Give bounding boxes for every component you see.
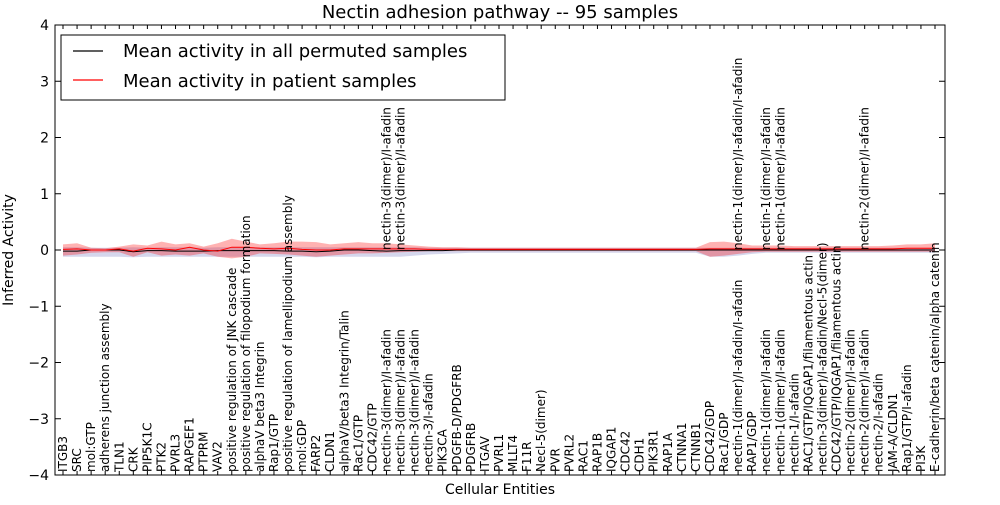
y-tick-label: −2 <box>28 356 49 372</box>
x-tick-label: Rap1/GTP <box>267 414 281 472</box>
x-tick-label-upper: nectin-1(dimer)/I-afadin <box>773 107 787 250</box>
x-tick-label: positive regulation of lamellipodium ass… <box>281 195 295 472</box>
x-tick-label: CTNNA1 <box>675 422 689 472</box>
x-tick-label-upper: nectin-1(dimer)/I-afadin <box>759 107 773 250</box>
x-tick-label: MLLT4 <box>506 435 520 472</box>
legend-box <box>60 34 506 101</box>
x-tick-label: mol:GTP <box>84 422 98 472</box>
y-tick-label: −3 <box>28 412 49 428</box>
x-tick-label: CDC42/GTP/IQGAP1/filamentous actin <box>830 246 844 472</box>
x-tick-label: nectin-1(dimer)/I-afadin <box>759 329 773 472</box>
legend-label-patient: Mean activity in patient samples <box>123 71 417 92</box>
x-tick-label: CLDN1 <box>323 431 337 472</box>
band-patient <box>63 238 935 259</box>
x-tick-label: nectin-1(dimer)/I-afadin/I-afadin <box>731 280 745 472</box>
legend: Mean activity in all permuted samples Me… <box>60 34 506 101</box>
x-tick-label: RAP1/GDP <box>745 411 759 472</box>
x-tick-label-upper: nectin-2(dimer)/I-afadin <box>858 107 872 250</box>
x-tick-label: CDC42/GDP <box>703 401 717 472</box>
x-tick-label: nectin-3(dimer)/I-afadin <box>408 329 422 472</box>
x-tick-label: positive regulation of JNK cascade <box>225 268 239 472</box>
x-tick-label: ITGB3 <box>56 436 70 472</box>
y-tick-label: −4 <box>28 468 49 484</box>
series-line-0 <box>63 249 935 253</box>
series-lines <box>62 246 935 253</box>
x-tick-label: PDGFB-D/PDGFRB <box>450 364 464 472</box>
x-tick-label: CRK <box>126 446 140 472</box>
x-tick-label: PIK3CA <box>436 428 450 472</box>
y-axis: 4 3 2 1 0 −1 −2 −3 −4 <box>28 18 945 484</box>
x-tick-label-upper: nectin-1(dimer)/I-afadin/I-afadin <box>731 58 745 250</box>
y-tick-label: 4 <box>40 18 49 34</box>
x-tick-label: CDC42 <box>619 431 633 472</box>
x-tick-label-upper: nectin-3(dimer)/I-afadin <box>394 107 408 250</box>
y-tick-label: 3 <box>40 74 49 90</box>
chart-title: Nectin adhesion pathway -- 95 samples <box>322 2 678 23</box>
y-tick-label: 0 <box>40 243 49 259</box>
x-tick-label: CTNNB1 <box>689 422 703 472</box>
legend-label-permuted: Mean activity in all permuted samples <box>123 41 467 62</box>
x-tick-label: RAC1/GTP/IQGAP1/filamentous actin <box>801 255 815 472</box>
x-tick-label: alphaV/beta3 Integrin/Talin <box>337 310 351 472</box>
x-tick-label: PVR <box>548 448 562 472</box>
x-tick-label: nectin-2(dimer)/I-afadin <box>858 329 872 472</box>
x-tick-label: RAP1B <box>591 433 605 472</box>
x-tick-label: PI3K <box>914 445 928 472</box>
x-tick-label: F11R <box>520 441 534 472</box>
x-tick-label: RAP1A <box>661 432 675 472</box>
x-tick-label: SRC <box>70 448 84 472</box>
x-tick-label: nectin-3(dimer)/I-afadin <box>380 329 394 472</box>
x-tick-label: PVRL2 <box>562 434 576 472</box>
x-tick-label: alphaV beta3 Integrin <box>253 341 267 472</box>
x-tick-label: TLN1 <box>112 441 126 473</box>
x-tick-label: Rap1/GTP/I-afadin <box>900 364 914 472</box>
series-line-1 <box>62 246 935 252</box>
x-tick-label: PTK2 <box>155 442 169 472</box>
y-tick-label: 2 <box>40 131 49 147</box>
x-tick-label: nectin-3(dimer)/I-afadin <box>394 329 408 472</box>
x-tick-label: PVRL1 <box>492 434 506 472</box>
x-tick-label: positive regulation of filopodium format… <box>239 215 253 472</box>
x-tick-label-upper: nectin-3(dimer)/I-afadin <box>380 107 394 250</box>
y-tick-label: 1 <box>40 187 49 203</box>
x-tick-label: mol:GDP <box>295 420 309 472</box>
x-tick-label: PIP5K1C <box>140 422 154 472</box>
x-tick-label: RAC1 <box>576 440 590 472</box>
x-tick-label: nectin-2(dimer)/I-afadin <box>844 329 858 472</box>
x-tick-label: nectin-3(dimer)/I-afadin/Necl-5(dimer) <box>816 242 830 472</box>
y-tick-label: −1 <box>28 299 49 315</box>
x-axis-label: Cellular Entities <box>445 482 555 498</box>
x-tick-label: CDH1 <box>633 438 647 472</box>
x-tick-label: JAM-A/CLDN1 <box>886 393 900 473</box>
x-tick-label: FARP2 <box>309 435 323 472</box>
x-tick-label: E-cadherin/beta catenin/alpha catenin <box>928 242 942 472</box>
x-tick-label: RAPGEF1 <box>183 417 197 472</box>
x-tick-label: Rac1/GDP <box>717 413 731 472</box>
x-tick-label: PIK3R1 <box>647 430 661 472</box>
x-tick-label: nectin-3/I-afadin <box>422 373 436 472</box>
x-tick-label: adherens junction assembly <box>98 303 112 472</box>
x-tick-label: nectin-1(dimer)/I-afadin <box>773 329 787 472</box>
x-tick-label: ITGAV <box>478 435 492 472</box>
x-tick-label: nectin-1/I-afadin <box>787 373 801 472</box>
x-tick-label: Rac1/GTP <box>351 415 365 472</box>
x-tick-label: PTPRM <box>197 432 211 473</box>
x-tick-label: PDGFRB <box>464 423 478 472</box>
y-axis-label: Inferred Activity <box>1 194 17 306</box>
x-tick-label: PVRL3 <box>169 434 183 472</box>
x-tick-label: IQGAP1 <box>605 427 619 472</box>
x-tick-label: nectin-2/I-afadin <box>872 373 886 472</box>
x-tick-label: VAV2 <box>211 441 225 472</box>
x-tick-label: CDC42/GTP <box>365 403 379 472</box>
x-tick-label: Necl-5(dimer) <box>534 389 548 472</box>
